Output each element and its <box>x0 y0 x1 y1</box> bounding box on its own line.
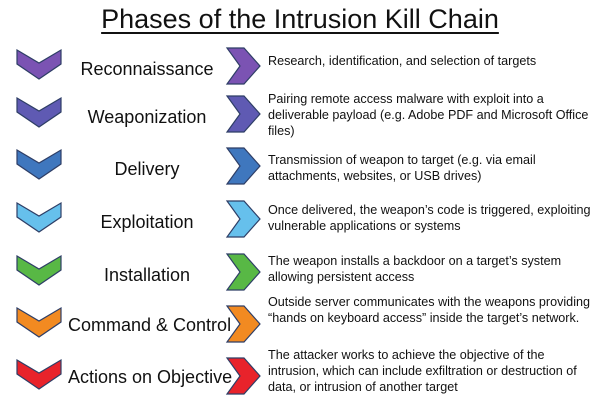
phase-description: The weapon installs a backdoor on a targ… <box>268 254 562 284</box>
chevron-down-shape <box>16 358 62 390</box>
chevron-right-icon <box>225 305 261 343</box>
chevron-down-icon <box>16 96 62 128</box>
chevron-down-icon <box>16 48 62 80</box>
chevron-down-icon <box>16 254 62 286</box>
phase-description: Outside server communicates with the wea… <box>268 295 590 325</box>
phase-name: Installation <box>103 265 191 285</box>
chevron-right-shape <box>225 147 261 185</box>
phase-description: Research, identification, and selection … <box>268 54 537 68</box>
chevron-down-icon <box>16 358 62 390</box>
chevron-right-icon <box>225 357 261 395</box>
chevron-right-shape <box>225 253 261 291</box>
chevron-right-icon <box>225 147 261 185</box>
phase-description: The attacker works to achieve the object… <box>268 348 577 394</box>
phase-name: Exploitation <box>100 212 194 232</box>
chevron-right-shape <box>225 95 261 133</box>
chevron-down-shape <box>16 254 62 286</box>
phase-description: Once delivered, the weapon’s code is tri… <box>268 203 591 233</box>
page-title: Phases of the Intrusion Kill Chain <box>101 4 499 34</box>
chevron-down-shape <box>16 148 62 180</box>
phase-name: Command & Control <box>68 315 232 335</box>
chevron-down-shape <box>16 96 62 128</box>
phase-description: Transmission of weapon to target (e.g. v… <box>268 153 536 183</box>
phase-name: Delivery <box>114 159 180 179</box>
chevron-right-icon <box>225 253 261 291</box>
chevron-down-icon <box>16 148 62 180</box>
chevron-down-shape <box>16 48 62 80</box>
phase-name: Actions on Objective <box>68 367 233 387</box>
chevron-right-icon <box>225 200 261 238</box>
chevron-down-icon <box>16 306 62 338</box>
chevron-right-shape <box>225 357 261 395</box>
phase-description: Pairing remote access malware with explo… <box>268 92 589 138</box>
chevron-right-icon <box>225 47 261 85</box>
phase-name: Weaponization <box>87 107 207 127</box>
chevron-down-shape <box>16 306 62 338</box>
chevron-down-shape <box>16 201 62 233</box>
chevron-right-shape <box>225 47 261 85</box>
phase-name: Reconnaissance <box>80 59 214 79</box>
chevron-right-shape <box>225 200 261 238</box>
chevron-down-icon <box>16 201 62 233</box>
chevron-right-icon <box>225 95 261 133</box>
chevron-right-shape <box>225 305 261 343</box>
